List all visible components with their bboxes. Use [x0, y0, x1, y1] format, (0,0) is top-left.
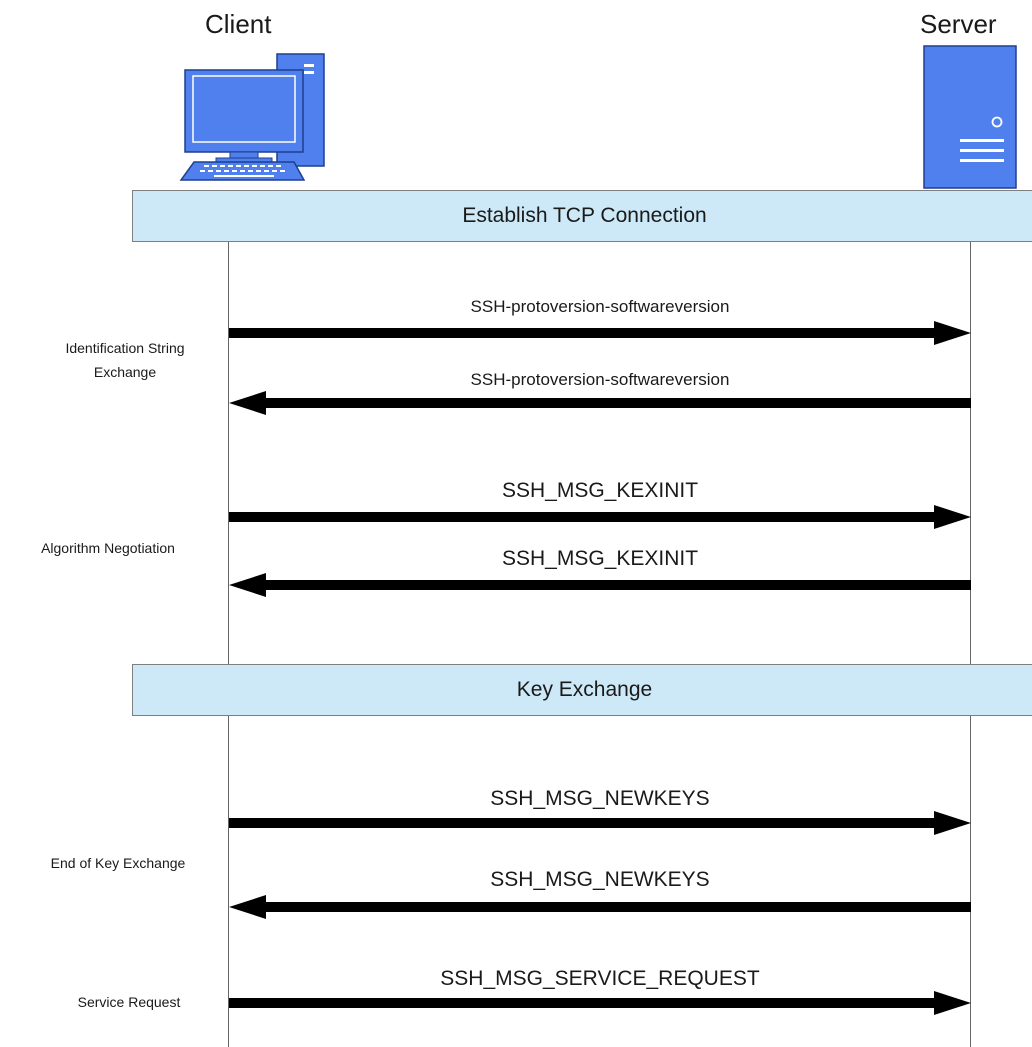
message-label: SSH_MSG_NEWKEYS	[490, 787, 710, 810]
client-lifeline	[228, 242, 229, 669]
stage-label-line: Service Request	[77, 994, 181, 1010]
stage-label-line: Algorithm Negotiation	[41, 540, 175, 556]
message-label: SSH-protoversion-softwareversion	[470, 370, 730, 389]
stage-label-service-request: Service Request	[9, 990, 249, 1014]
server-lifeline	[970, 242, 971, 669]
message-label: SSH-protoversion-softwareversion	[470, 297, 730, 316]
phase-label: Establish TCP Connection	[462, 204, 707, 227]
server-tower-icon	[923, 45, 1017, 189]
message-arrow-left	[229, 573, 971, 597]
message-arrow-right	[229, 321, 971, 345]
stage-label-algorithm-negotiation: Algorithm Negotiation	[0, 536, 228, 560]
server-title: Server	[920, 9, 997, 39]
message-arrow-left	[229, 895, 971, 919]
stage-label-line: End of Key Exchange	[50, 855, 186, 871]
message-label: SSH_MSG_KEXINIT	[501, 547, 699, 570]
phase-label: Key Exchange	[516, 678, 653, 701]
desktop-computer-icon	[179, 53, 325, 181]
message-label: SSH_MSG_KEXINIT	[501, 479, 699, 502]
phase-band-key-exchange: Key Exchange	[132, 664, 1032, 716]
message-label: SSH_MSG_SERVICE_REQUEST	[440, 967, 760, 990]
message-arrow-right	[229, 505, 971, 529]
client-lifeline	[228, 716, 229, 1047]
message-arrow-right	[229, 991, 971, 1015]
message-label: SSH_MSG_NEWKEYS	[490, 868, 710, 891]
stage-label-identification: Identification String Exchange	[5, 336, 245, 384]
stage-label-line: Identification String	[65, 340, 185, 356]
message-arrow-right	[229, 811, 971, 835]
message-arrow-left	[229, 391, 971, 415]
stage-label-line: Exchange	[93, 364, 157, 380]
phase-band-establish-tcp: Establish TCP Connection	[132, 190, 1032, 242]
server-lifeline	[970, 716, 971, 1047]
stage-label-end-of-key-exchange: End of Key Exchange	[0, 851, 238, 875]
client-title: Client	[205, 9, 272, 39]
